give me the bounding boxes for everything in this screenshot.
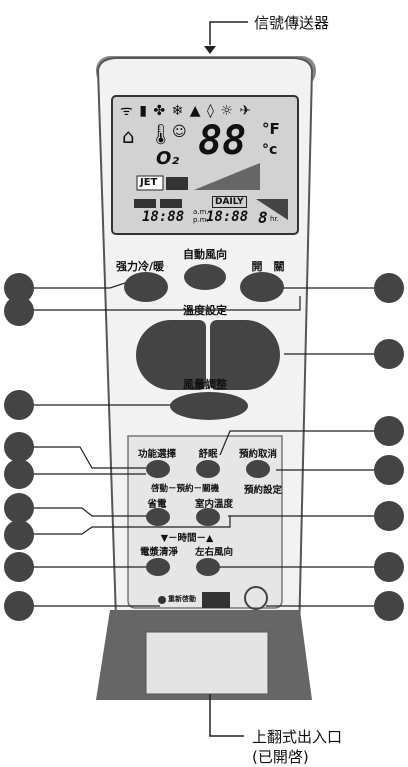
power-label: 開 關 [251, 260, 285, 273]
o2-indicator: O₂ [156, 148, 180, 169]
house-icon: ⌂ [122, 124, 135, 148]
callout-dot-left-7 [4, 520, 34, 550]
unit-fahrenheit: °F [262, 120, 280, 138]
energy-save-button[interactable] [146, 508, 170, 526]
reset-label: 重新啓動 [168, 595, 196, 603]
auto-swing-label: 自動風向 [183, 248, 227, 261]
flame-icon: ▲ [189, 103, 202, 119]
callout-dot-right-7 [374, 591, 404, 621]
lr-swing-label: 左右風向 [194, 547, 233, 558]
callout-dot-right-3 [374, 416, 404, 446]
callout-dot-right-5 [374, 501, 404, 531]
flap-callout-line1: 上翻式出入口 [252, 728, 343, 746]
snowflake-icon: ❄ [171, 103, 185, 119]
cancel-timer-button[interactable] [246, 460, 270, 478]
callout-dot-left-6 [4, 493, 34, 523]
lr-swing-button[interactable] [196, 558, 220, 576]
plasma-button[interactable] [146, 558, 170, 576]
cancel-timer-label: 預約取消 [238, 449, 277, 460]
daily-indicator: DAILY [212, 196, 247, 208]
callout-dot-left-5 [4, 459, 34, 489]
lcd-icon-row: ᯤ ▮ ✤ ❄ ▲ ◊ ☼ ✈ [120, 101, 252, 120]
room-temp-label: 室内溫度 [194, 499, 233, 510]
fan-speed-button[interactable] [170, 392, 248, 420]
temp-set-label: 溫度設定 [183, 304, 227, 317]
temp-up-button[interactable] [210, 320, 280, 390]
transmitter-arrow-icon [204, 46, 216, 54]
callout-dot-right-4 [374, 455, 404, 485]
flap-callout-line2: (已開啓) [252, 748, 309, 766]
airplane-icon: ✈ [239, 103, 253, 119]
hours-display: 8 [258, 208, 268, 227]
face-icon: ☺ [172, 124, 187, 140]
jet-indicator: JET [140, 177, 158, 188]
timer-sub-label: 啓動－預約－關機 [150, 484, 219, 494]
auto-swing-button[interactable] [184, 264, 226, 290]
callout-dot-right-2 [374, 339, 404, 369]
unit-celsius: °c [262, 142, 278, 158]
reset-indicator [158, 596, 166, 604]
temperature-display: 88 [198, 118, 247, 164]
drop-icon: ◊ [207, 103, 215, 119]
callout-dot-left-4 [4, 432, 34, 462]
power-button[interactable] [240, 272, 284, 302]
room-temp-button[interactable] [196, 508, 220, 526]
jet-cool-heat-button[interactable] [124, 272, 168, 302]
callout-dot-right-1 [374, 273, 404, 303]
pm-label: p.m. [193, 216, 209, 224]
battery-icon: ▮ [139, 103, 148, 119]
thermometer-icon: 🌡 [148, 122, 174, 146]
temp-down-button[interactable] [136, 320, 206, 390]
callout-dot-left-9 [4, 591, 34, 621]
timer-clock-right: 18:88 [206, 209, 249, 225]
timer-clock-left: 18:88 [142, 209, 185, 225]
callout-dot-left-2 [4, 296, 34, 326]
sun-icon: ☼ [220, 103, 234, 119]
plasma-label: 電漿清淨 [139, 547, 178, 558]
function-select-label: 功能選擇 [137, 449, 176, 460]
fan-speed-label: 風量調整 [183, 378, 227, 391]
energy-save-label: 省電 [147, 499, 167, 510]
fan-icon: ✤ [153, 103, 167, 119]
callout-dot-right-6 [374, 552, 404, 582]
function-select-button[interactable] [146, 460, 170, 478]
callout-dot-left-8 [4, 552, 34, 582]
reset-button[interactable] [246, 588, 266, 608]
am-label: a.m. [193, 208, 209, 216]
signal-icon: ᯤ [120, 103, 134, 119]
time-adjust-label: ▼－時間－▲ [160, 533, 214, 544]
timer-set-label: 預約設定 [243, 485, 282, 496]
sleep-button[interactable] [196, 460, 220, 478]
jet-cool-heat-label: 强力冷/暖 [115, 260, 165, 273]
sleep-label: 舒眠 [198, 449, 218, 460]
callout-dot-left-3 [4, 390, 34, 420]
hr-label: hr. [270, 215, 279, 223]
transmitter-callout: 信號傳送器 [254, 14, 330, 32]
